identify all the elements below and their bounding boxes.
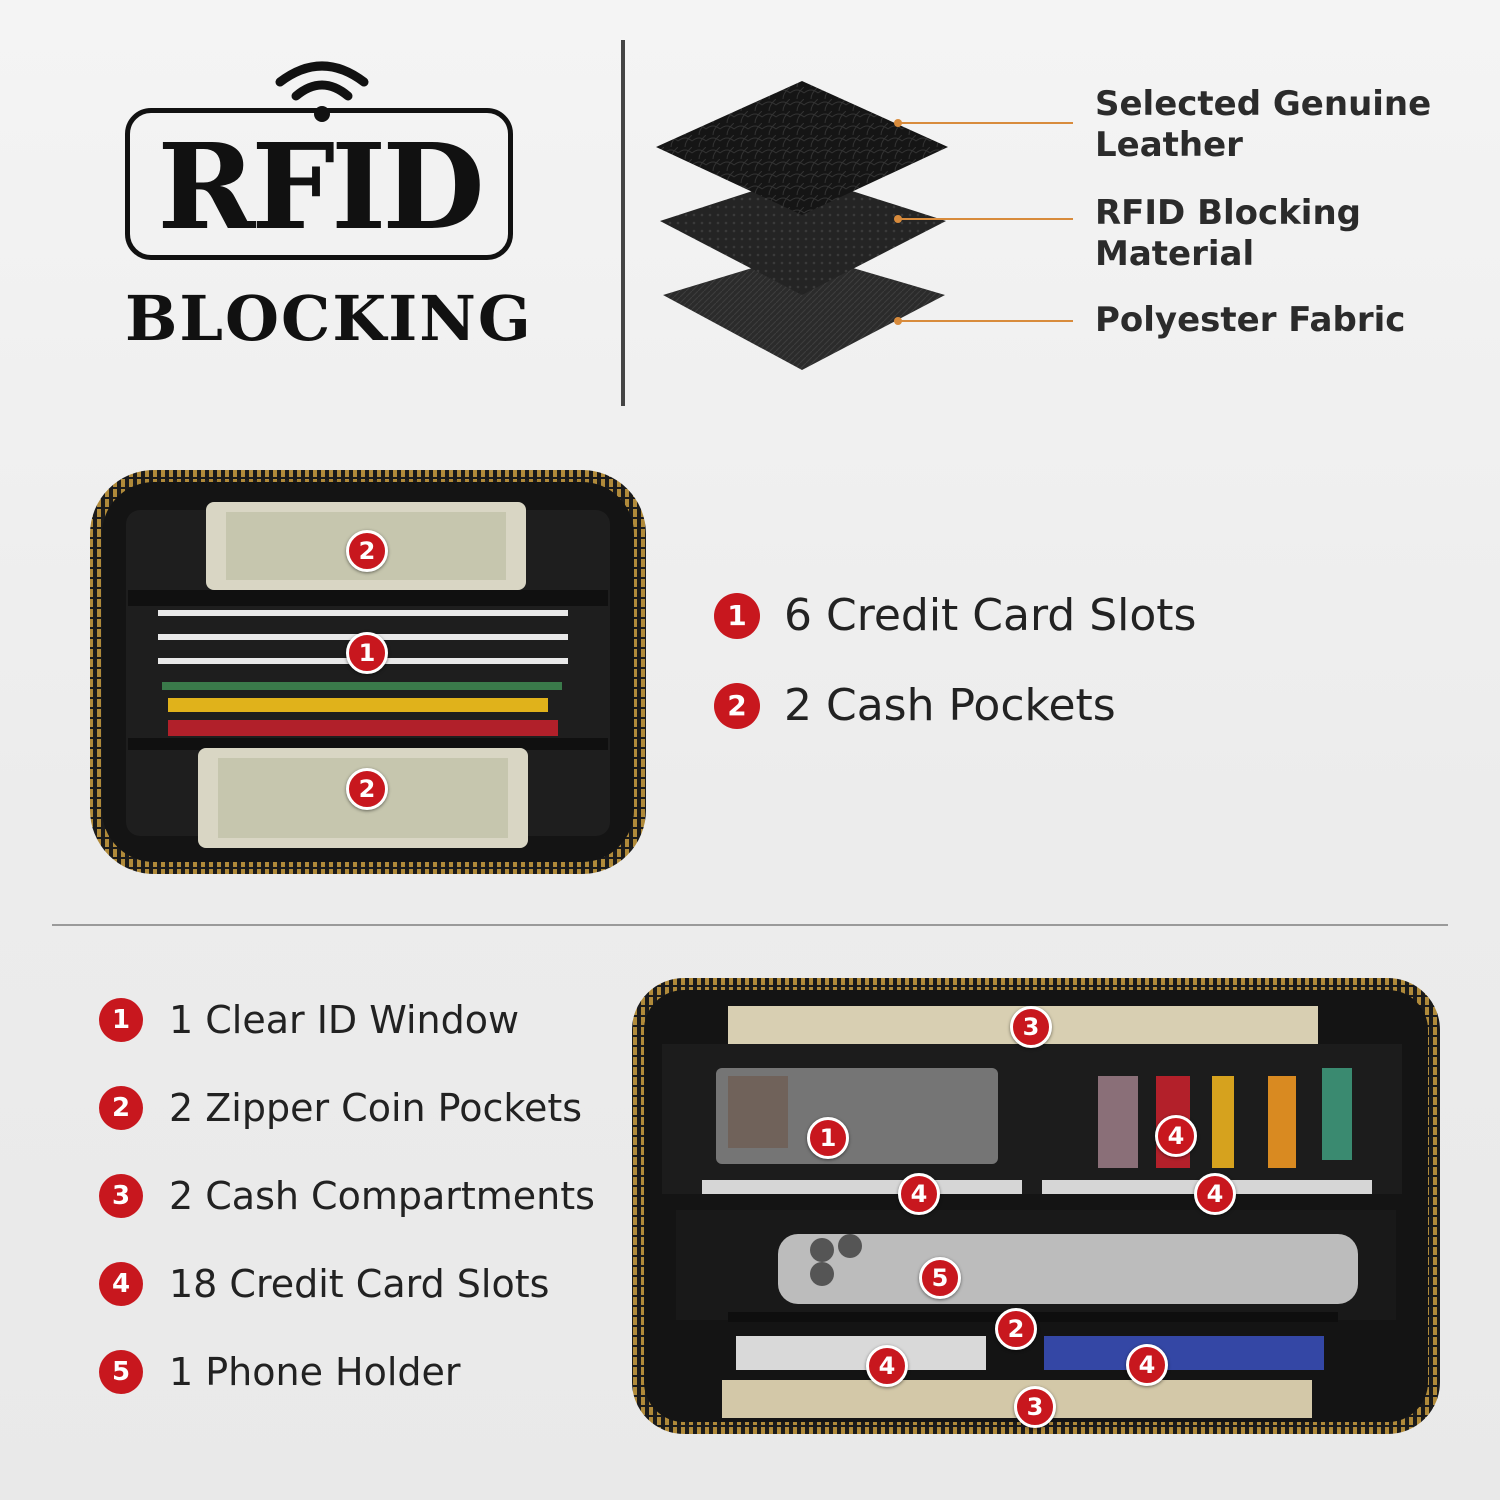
vertical-divider xyxy=(621,40,625,406)
long-feature-card-slots: 4 18 Credit Card Slots xyxy=(99,1262,549,1306)
long-marker-coin-pocket: 2 xyxy=(995,1308,1037,1350)
compact-marker-cash-bottom: 2 xyxy=(346,768,388,810)
number-badge: 3 xyxy=(99,1174,143,1218)
number-badge: 1 xyxy=(99,998,143,1042)
number-badge: 5 xyxy=(99,1350,143,1394)
compact-feature-cash-pockets: 2 2 Cash Pockets xyxy=(714,680,1116,731)
long-marker-cards-bottom-left: 4 xyxy=(866,1345,908,1387)
long-marker-id-window: 1 xyxy=(807,1117,849,1159)
rfid-logo-text: RFID xyxy=(157,117,484,256)
long-marker-phone: 5 xyxy=(919,1257,961,1299)
number-badge: 1 xyxy=(714,592,760,639)
long-feature-phone-holder: 5 1 Phone Holder xyxy=(99,1350,461,1394)
number-badge: 2 xyxy=(99,1086,143,1130)
polyester-fabric-layer xyxy=(663,253,945,370)
compact-feature-card-slots: 1 6 Credit Card Slots xyxy=(714,590,1196,641)
rfid-material-layer xyxy=(660,175,946,295)
number-badge: 4 xyxy=(99,1262,143,1306)
layer-label-polyester: Polyester Fabric xyxy=(1095,300,1406,340)
long-marker-cards-middle: 4 xyxy=(1194,1173,1236,1215)
long-marker-cards-left: 4 xyxy=(898,1173,940,1215)
long-marker-cards-right: 4 xyxy=(1155,1115,1197,1157)
long-feature-coin-pockets: 2 2 Zipper Coin Pockets xyxy=(99,1086,582,1130)
compact-marker-cash-top: 2 xyxy=(346,530,388,572)
long-feature-cash-compartments: 3 2 Cash Compartments xyxy=(99,1174,595,1218)
long-marker-cards-bottom-right: 4 xyxy=(1126,1344,1168,1386)
blocking-text: BLOCKING xyxy=(125,282,533,355)
long-feature-id-window: 1 1 Clear ID Window xyxy=(99,998,519,1042)
number-badge: 2 xyxy=(714,682,760,729)
long-wallet-image xyxy=(632,978,1440,1434)
compact-marker-cards: 1 xyxy=(346,632,388,674)
leather-layer xyxy=(656,81,948,215)
rfid-logo-frame: RFID xyxy=(125,108,513,260)
long-marker-cash-top: 3 xyxy=(1010,1006,1052,1048)
horizontal-divider xyxy=(52,924,1448,926)
material-layers-illustration xyxy=(656,81,1073,370)
long-marker-cash-bottom: 3 xyxy=(1014,1386,1056,1428)
